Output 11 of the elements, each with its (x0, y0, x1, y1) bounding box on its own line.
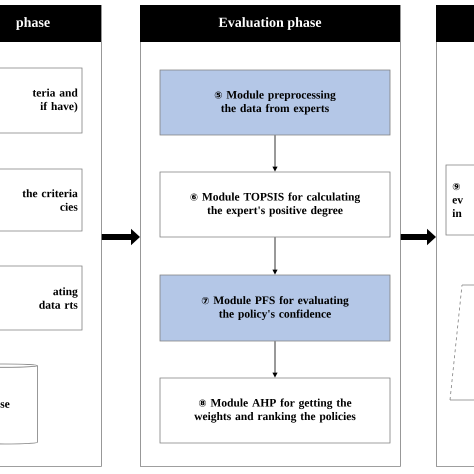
phase-panel (436, 5, 474, 467)
module-box: teria and if have) (0, 68, 82, 134)
database-cylinder: se (0, 364, 38, 444)
module-box: the criteria cies (0, 168, 82, 232)
module-box: ⑧ Module AHP for getting the weights and ranking the policies (160, 378, 390, 444)
module-box: ⑤ Module preprocessing the data from experts (160, 70, 390, 136)
module-box: ⑦ Module PFS for evaluating the policy's confidence (160, 274, 390, 342)
module-box: ating data rts (0, 266, 82, 330)
module-box: ⑨ ev in (446, 164, 474, 236)
module-box: ⑥ Module TOPSIS for calculating the expert's positive degree (160, 172, 390, 238)
parallelogram-shape (450, 284, 474, 400)
